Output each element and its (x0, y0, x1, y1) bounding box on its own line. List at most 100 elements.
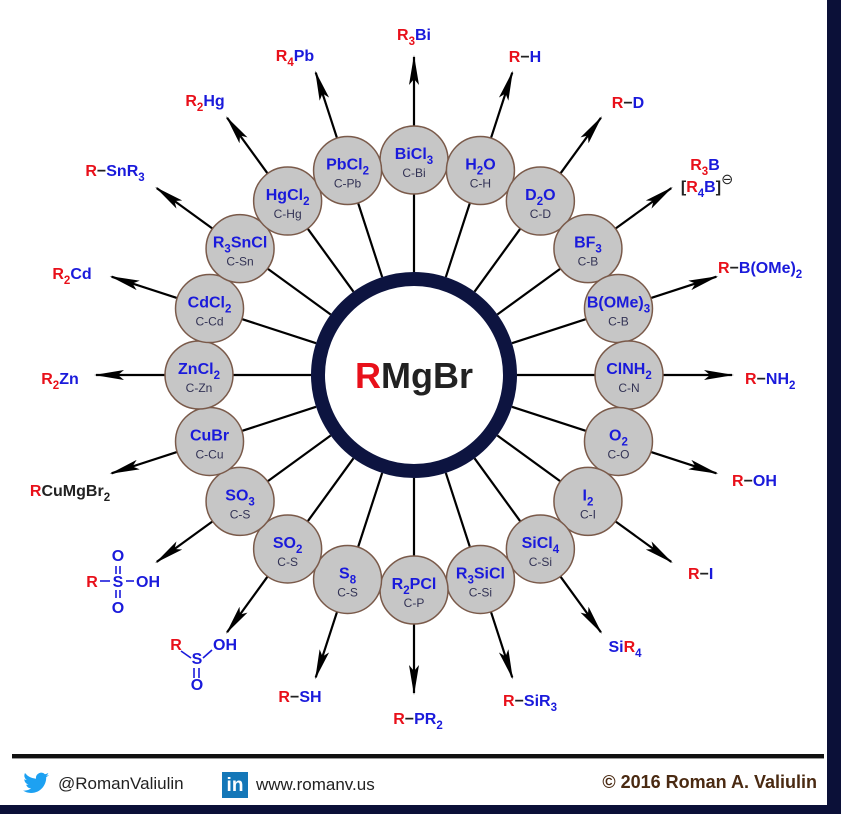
label-part: [ (681, 179, 687, 196)
label-part: R (688, 566, 700, 583)
label-part: R (612, 95, 624, 112)
label-part: 4 (635, 648, 642, 660)
bond-type-label: C-Zn (186, 381, 213, 395)
reagent-circle (445, 135, 516, 206)
label-part: 2 (587, 496, 593, 508)
label-part: R (278, 689, 290, 706)
label-part: 3 (595, 244, 601, 256)
reagent-circle (252, 166, 323, 236)
reaction-arrow (109, 275, 178, 300)
center-reagent-label: RMgBr (355, 355, 473, 396)
label-part: 4 (287, 57, 294, 69)
bond-type-label: C-H (470, 177, 491, 191)
reagent-node[interactable]: I2C-I (553, 466, 623, 537)
label-part: − (730, 260, 739, 277)
label-part: Zn (59, 371, 79, 388)
label-part: H (465, 157, 477, 174)
label-part: − (405, 711, 414, 728)
atom-label: OH (213, 637, 237, 654)
label-part: 2 (645, 370, 651, 382)
atom-label: S (192, 651, 203, 668)
bond-line (306, 227, 355, 293)
reagent-label: I2 (583, 487, 594, 508)
bond-type-label: C-Hg (274, 207, 302, 221)
bond-type-label: C-N (618, 381, 639, 395)
label-part: R (85, 163, 97, 180)
label-part: 3 (248, 496, 254, 508)
label-part: 3 (427, 155, 433, 167)
product-label: R4Pb (276, 48, 315, 69)
label-part: SiCl (474, 565, 505, 582)
bond-type-label: C-B (608, 315, 629, 329)
label-part: 2 (225, 304, 231, 316)
label-part: 2 (197, 102, 203, 114)
label-part: 3 (467, 574, 473, 586)
reaction-arrow (650, 275, 719, 300)
label-part: PCl (410, 576, 437, 593)
label-part: 2 (53, 380, 59, 392)
reaction-arrow (155, 186, 214, 230)
label-part: HgCl (266, 187, 303, 204)
product-label: R−H (509, 49, 541, 66)
label-part: SO (225, 487, 248, 504)
label-part: R (52, 266, 64, 283)
label-part: 2 (477, 166, 483, 178)
twitter-bird-icon (23, 772, 49, 793)
bond-type-label: C-Sn (226, 255, 253, 269)
reagent-label: B(OMe)3 (587, 295, 650, 316)
reagent-circle (205, 466, 275, 537)
bond-type-label: C-Cd (196, 315, 224, 329)
reagent-label: D2O (525, 187, 555, 208)
reagent-node[interactable]: B(OMe)3C-B (583, 273, 654, 344)
label-part: 3 (702, 166, 708, 178)
reagent-label: H2O (465, 157, 495, 178)
product-label-anion: [R4B]⊖ (681, 172, 733, 200)
reagent-label: BiCl3 (395, 146, 433, 167)
reagent-node[interactable]: S8C-S (312, 544, 383, 615)
label-part: R (718, 260, 730, 277)
label-part: 4 (553, 544, 560, 556)
reagent-label: CdCl2 (188, 295, 232, 316)
bond-type-label: C-Bi (402, 166, 425, 180)
label-part: O (543, 187, 555, 204)
reaction-arrow (225, 116, 269, 175)
product-label: R3B (690, 157, 720, 178)
label-part: R (509, 49, 521, 66)
label-part: − (744, 473, 753, 490)
bond-type-label: C-P (404, 596, 425, 610)
website-link[interactable]: in www.romanv.us (222, 772, 375, 798)
reagent-label: ZnCl2 (178, 361, 220, 382)
reagent-node[interactable]: O2C-O (583, 406, 654, 477)
bond-line (511, 405, 587, 432)
label-part: SO (273, 535, 296, 552)
reagent-label: R3SiCl (456, 565, 505, 586)
twitter-handle: @RomanValiulin (58, 774, 184, 793)
label-part: Pb (294, 48, 315, 65)
label-part: PR (414, 711, 437, 728)
bond-line (306, 457, 355, 523)
reagent-circle (312, 135, 383, 206)
label-part: R (185, 93, 197, 110)
twitter-link[interactable]: @RomanValiulin (22, 772, 184, 796)
label-part: 4 (698, 188, 705, 200)
product-label: R−OH (732, 473, 777, 490)
footer-divider (12, 754, 824, 759)
